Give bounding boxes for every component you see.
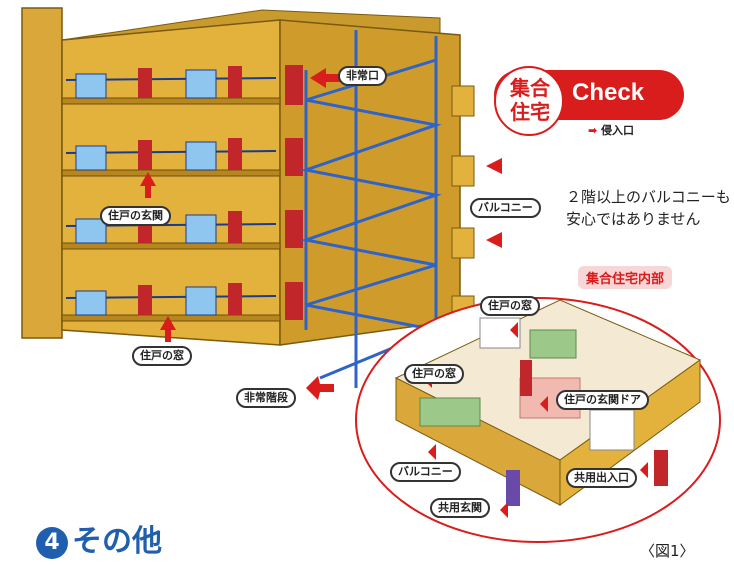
label-shared-entrance: 共用玄関: [430, 498, 490, 518]
check-badge: 集合 住宅 Check ➡ 侵入口: [494, 66, 694, 137]
label-balcony: バルコニー: [470, 198, 541, 218]
label-unit-window: 住戸の窓: [132, 346, 192, 366]
badge-line1: 集合: [510, 76, 550, 100]
label-emergency-exit: 非常口: [338, 66, 387, 86]
label-interior-window: 住戸の窓: [404, 364, 464, 384]
section-title-text: その他: [72, 524, 162, 559]
badge-check-text: Check: [572, 79, 645, 106]
badge-circle: [494, 66, 564, 136]
label-interior-balcony: バルコニー: [390, 462, 461, 482]
badge-legend-text: 侵入口: [601, 124, 635, 137]
section-number: 4: [36, 526, 68, 559]
label-interior-window-top: 住戸の窓: [480, 296, 540, 316]
interior-title: 集合住宅内部: [578, 266, 673, 289]
balcony-warning-note: ２階以上のバルコニーも 安心ではありません: [566, 186, 731, 230]
note-line1: ２階以上のバルコニーも: [566, 188, 731, 206]
badge-legend: ➡ 侵入口: [588, 122, 634, 138]
figure-caption: 〈図1〉: [640, 542, 695, 560]
label-interior-entrance-door: 住戸の玄関ドア: [556, 390, 649, 410]
badge-line2: 住宅: [510, 100, 550, 124]
label-unit-entrance: 住戸の玄関: [100, 206, 171, 226]
label-shared-entrance-exit: 共用出入口: [566, 468, 637, 488]
label-emergency-stairs: 非常階段: [236, 388, 296, 408]
arrow-right-icon: ➡: [588, 124, 598, 137]
note-line2: 安心ではありません: [566, 210, 701, 228]
badge-jp-text: 集合 住宅: [504, 76, 556, 124]
